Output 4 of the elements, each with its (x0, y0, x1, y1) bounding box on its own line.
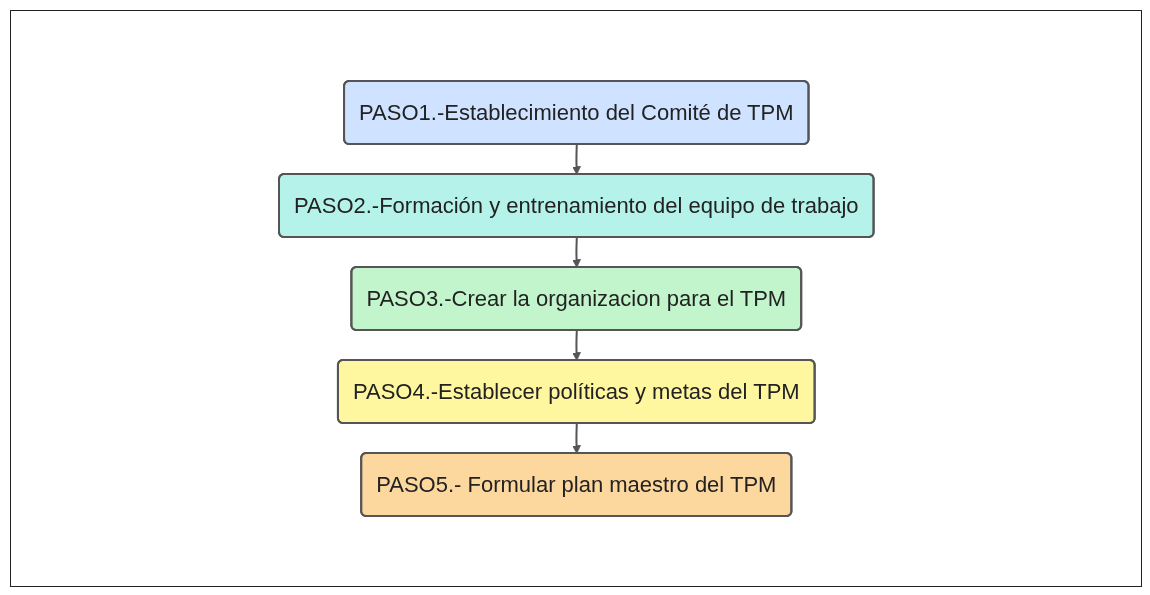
arrow (571, 143, 581, 175)
arrow (571, 329, 581, 361)
arrow (571, 422, 581, 454)
arrow (571, 236, 581, 268)
